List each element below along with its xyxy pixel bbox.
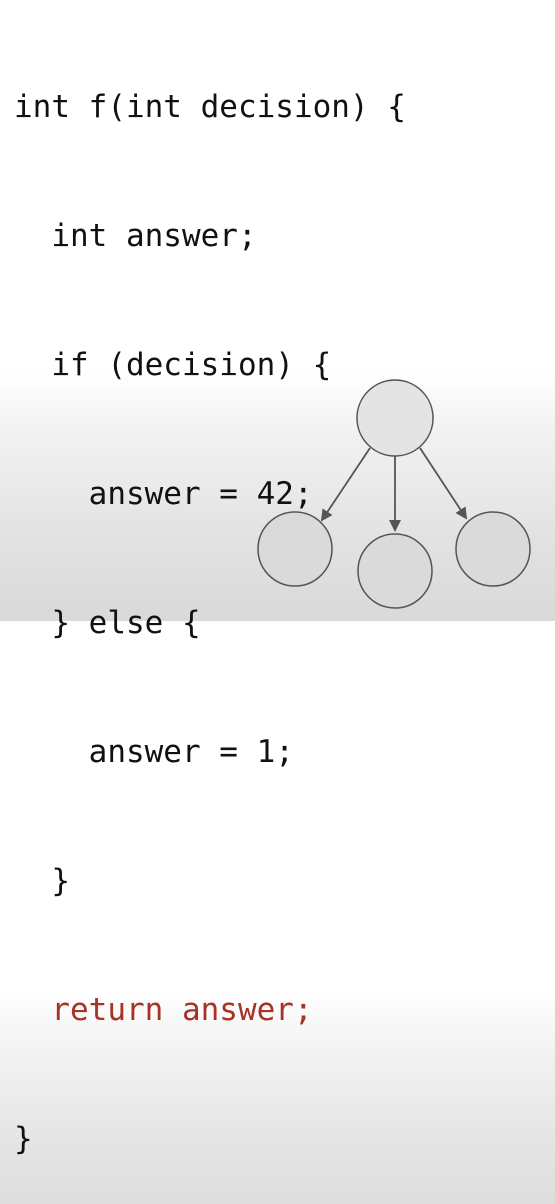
code-line-6: answer = 1;	[14, 734, 294, 770]
code-line-1: int f(int decision) {	[14, 89, 406, 125]
code-line-7: }	[14, 863, 70, 899]
tree-child-node-left	[257, 511, 333, 587]
tree-edge-left	[320, 447, 371, 522]
code-line-3: if (decision) {	[14, 347, 332, 383]
control-flow-tree-diagram	[257, 379, 531, 609]
tree-root-node	[356, 379, 434, 457]
code-line-4: answer = 42;	[14, 476, 313, 512]
tree-child-node-middle	[357, 533, 433, 609]
tree-child-node-right	[455, 511, 531, 587]
code-line-8-return: return answer;	[14, 992, 313, 1028]
code-line-2: int answer;	[14, 218, 257, 254]
code-line-9: }	[14, 1121, 33, 1157]
tree-edge-right	[419, 447, 468, 520]
